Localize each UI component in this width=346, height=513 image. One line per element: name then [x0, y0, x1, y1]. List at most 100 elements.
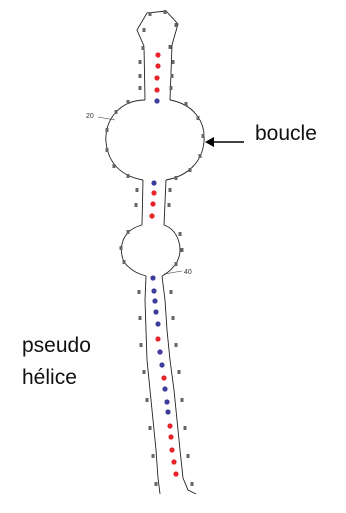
middle-stem-right-strand [164, 180, 166, 225]
base-pair-dot [154, 87, 159, 92]
nucleotide-mark [191, 482, 194, 486]
nucleotide-mark [187, 454, 190, 458]
base-pair-dot [171, 459, 176, 464]
base-pair-dot [168, 434, 173, 439]
nucleotide-mark [172, 316, 175, 320]
nucleotide-mark [199, 154, 202, 158]
top-stem-left-strand [144, 46, 145, 100]
loop-annotation: boucle [205, 122, 317, 147]
base-pair-dot [150, 201, 155, 206]
small-internal-loop-left [121, 225, 146, 276]
nucleotide-mark [152, 454, 155, 458]
nucleotide-mark [170, 290, 173, 294]
base-pair-dot [151, 180, 156, 185]
nucleotide-mark [178, 370, 181, 374]
pseudo-helix-annotation: pseudo hélice [22, 334, 91, 389]
base-pair-dot [150, 275, 155, 280]
nucleotide-mark [123, 260, 126, 264]
pseudo-label-line1: pseudo [22, 334, 91, 357]
base-pair-dot [151, 288, 156, 293]
pseudo-label-line2: hélice [22, 366, 77, 389]
nucleotide-mark [155, 482, 158, 486]
base-pair-dot [152, 298, 157, 303]
base-pair-dot [155, 336, 160, 341]
loop-label: boucle [255, 122, 317, 145]
pseudo-helix-left-strand [145, 276, 160, 494]
nucleotide-mark [139, 86, 142, 90]
nucleotide-mark [127, 230, 130, 234]
nucleotide-mark [127, 100, 130, 104]
marker-40-tick [164, 271, 182, 274]
nucleotide-mark [181, 248, 184, 252]
nucleotide-mark [168, 203, 171, 207]
base-pair-dot [151, 190, 156, 195]
nucleotide-mark [149, 426, 152, 430]
nucleotide-mark [169, 45, 172, 49]
base-pairs [149, 52, 178, 476]
position-marker-40: 40 [184, 269, 192, 276]
nucleotide-mark [143, 370, 146, 374]
base-pair-dot [173, 471, 178, 476]
nucleotide-mark [172, 60, 175, 64]
nucleotide-mark [164, 10, 167, 14]
pseudo-helix-right-strand [162, 276, 196, 494]
nucleotide-mark [175, 176, 178, 180]
nucleotide-mark [149, 12, 152, 16]
nucleotide-mark [181, 398, 184, 402]
nucleotide-mark [106, 128, 109, 132]
nucleotide-mark [197, 116, 200, 120]
nucleotide-mark [142, 46, 145, 50]
nucleotide-mark [127, 174, 130, 178]
base-pair-dot [157, 349, 162, 354]
base-pair-dot [169, 447, 174, 452]
nucleotide-mark [175, 343, 178, 347]
nucleotide-mark [138, 290, 141, 294]
nucleotide-mark [170, 86, 173, 90]
nucleotide-mark [140, 343, 143, 347]
base-pair-dot [167, 423, 172, 428]
base-pair-dot [154, 98, 159, 103]
nucleotide-letters [106, 10, 205, 486]
nucleotide-mark [136, 188, 139, 192]
nucleotide-mark [185, 102, 188, 106]
base-pair-dot [155, 63, 160, 68]
nucleotide-mark [139, 60, 142, 64]
rna-backbone [106, 11, 204, 494]
base-pair-dot [154, 75, 159, 80]
nucleotide-mark [146, 398, 149, 402]
base-pair-dot [155, 52, 160, 57]
base-pair-dot [153, 309, 158, 314]
nucleotide-mark [175, 262, 178, 266]
loop-arrow-head [205, 137, 214, 147]
nucleotide-mark [113, 164, 116, 168]
internal-loop-boucle [106, 100, 145, 180]
nucleotide-mark [115, 110, 118, 114]
small-internal-loop-right [162, 225, 180, 276]
base-pair-dot [164, 399, 169, 404]
nucleotide-mark [169, 188, 172, 192]
middle-stem-left-strand [142, 180, 143, 225]
nucleotide-mark [175, 23, 178, 27]
position-marker-20: 20 [86, 113, 94, 120]
nucleotide-mark [189, 168, 192, 172]
top-stem-right-strand [170, 45, 172, 100]
base-pair-dot [162, 386, 167, 391]
marker-20-tick [98, 117, 115, 120]
nucleotide-mark [139, 316, 142, 320]
nucleotide-mark [171, 74, 174, 78]
base-pair-dot [159, 362, 164, 367]
nucleotide-mark [120, 246, 123, 250]
base-pair-dot [165, 409, 170, 414]
nucleotide-mark [179, 232, 182, 236]
nucleotide-mark [143, 28, 146, 32]
internal-loop-boucle-right [166, 100, 204, 180]
nucleotide-mark [135, 203, 138, 207]
base-pair-dot [149, 213, 154, 218]
base-pair-dot [161, 375, 166, 380]
nucleotide-mark [106, 148, 109, 152]
base-pair-dot [155, 321, 160, 326]
nucleotide-mark [202, 134, 205, 138]
nucleotide-mark [139, 74, 142, 78]
nucleotide-mark [184, 426, 187, 430]
